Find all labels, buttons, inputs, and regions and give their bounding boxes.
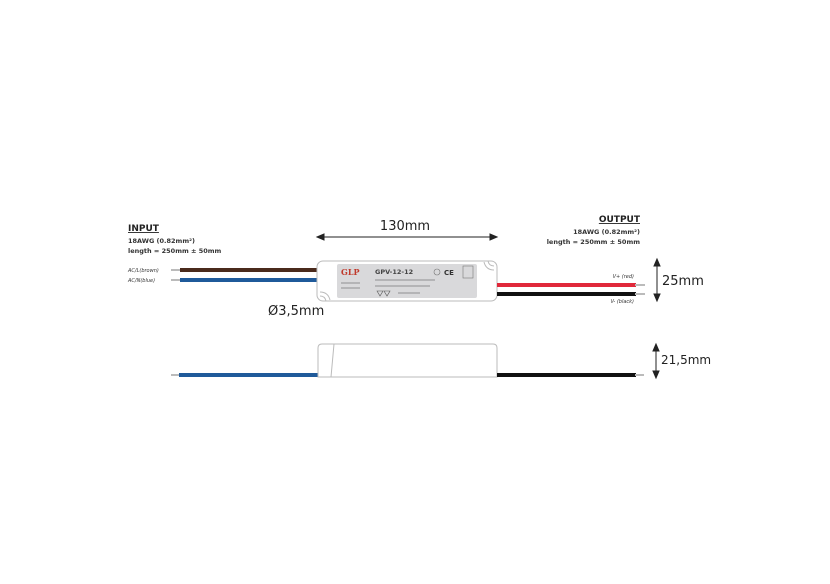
- certification-box-icon: [462, 265, 474, 279]
- module-label-plate: [337, 264, 477, 298]
- length-dimension-label: 130mm: [380, 219, 430, 234]
- height-dimension-arrow: [652, 342, 660, 380]
- output-wire-neg-label: V- (black): [610, 299, 634, 305]
- width-dimension-label: 25mm: [662, 274, 704, 289]
- width-dimension-arrow: [653, 257, 661, 303]
- input-title: INPUT: [128, 224, 160, 234]
- input-wire-n-label: AC/N(blue): [127, 278, 155, 284]
- length-dimension-arrow: [315, 233, 499, 241]
- cable-diameter-label: Ø3,5mm: [268, 304, 324, 319]
- module-top-view: GLP GPV-12-12 CE: [316, 260, 498, 302]
- output-title: OUTPUT: [599, 215, 641, 225]
- model-number: GPV-12-12: [375, 268, 413, 276]
- input-gauge: 18AWG (0.82mm²): [128, 237, 195, 245]
- warning-triangle-icon: [376, 290, 391, 297]
- ce-mark: CE: [444, 269, 454, 277]
- input-length: length = 250mm ± 50mm: [128, 247, 222, 255]
- brand-logo: GLP: [341, 267, 359, 277]
- input-wire-l-label: AC/L(brown): [127, 268, 159, 274]
- height-dimension-label: 21,5mm: [661, 353, 711, 367]
- certification-icon: [433, 268, 441, 276]
- output-length: length = 250mm ± 50mm: [547, 238, 641, 246]
- output-wire-pos-label: V+ (red): [613, 274, 634, 280]
- output-gauge: 18AWG (0.82mm²): [573, 228, 640, 236]
- module-side-view: [317, 343, 498, 378]
